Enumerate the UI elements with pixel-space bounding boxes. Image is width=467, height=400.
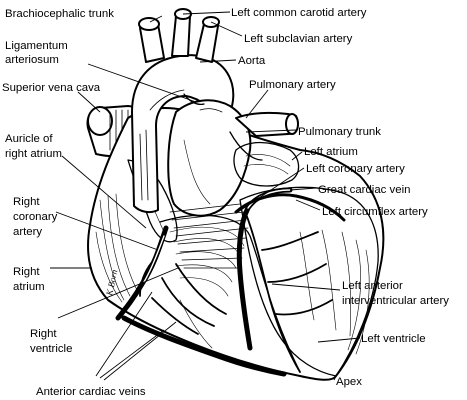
label-right-ventricle-line1: Right [30,328,57,340]
label-superior-vena-cava: Superior vena cava [2,82,101,94]
lad-drawing [245,213,352,373]
label-left-subclavian: Left subclavian artery [244,33,353,45]
label-ligamentum-line2: arteriosum [5,54,59,66]
label-pulmonary-trunk: Pulmonary trunk [298,126,381,138]
labels: Brachiocephalic trunk Left common caroti… [2,7,449,398]
base-hatching [169,203,249,269]
left-ventricle-region [239,186,379,377]
label-right-ventricle-line2: ventricle [30,343,72,355]
label-right-coronary-line3: artery [13,226,42,238]
label-ligamentum-line1: Ligamentum [5,40,68,52]
label-pulmonary-artery: Pulmonary artery [249,79,336,91]
label-left-ventricle: Left ventricle [361,333,426,345]
label-left-circumflex: Left circumflex artery [322,206,428,218]
label-lad-line2: interventricular artery [342,295,449,307]
label-great-cardiac-vein: Great cardiac vein [318,184,410,196]
left-circumflex-drawing [234,193,346,222]
label-right-atrium-line1: Right [13,266,40,278]
label-right-coronary-line1: Right [13,196,40,208]
great-vessels-drawing [138,8,220,63]
label-lad-line1: Left anterior [342,280,403,292]
heart-illustration [86,8,385,381]
label-right-atrium-line2: atrium [13,281,45,293]
label-left-common-carotid: Left common carotid artery [231,7,367,19]
label-left-atrium: Left atrium [304,146,358,158]
label-aorta: Aorta [238,55,266,67]
anterior-cardiac-veins-drawing [151,263,227,349]
label-apex: Apex [336,376,362,388]
label-anterior-cardiac-veins: Anterior cardiac veins [36,386,146,398]
rv-marginal-vessel [121,315,287,377]
leader-lines [50,11,361,381]
heart-body-outline [87,107,385,381]
label-right-coronary-line2: coronary [13,211,58,223]
pulmonary-trunk-drawing [167,99,299,217]
label-left-coronary-artery: Left coronary artery [306,163,405,175]
ligamentum-arteriosum-drawing [183,93,205,106]
label-brachiocephalic-trunk: Brachiocephalic trunk [5,8,114,20]
label-auricle-line2: right atrium [5,148,62,160]
label-auricle-line1: Auricle of [5,133,53,145]
left-atrium-drawing [233,141,300,187]
